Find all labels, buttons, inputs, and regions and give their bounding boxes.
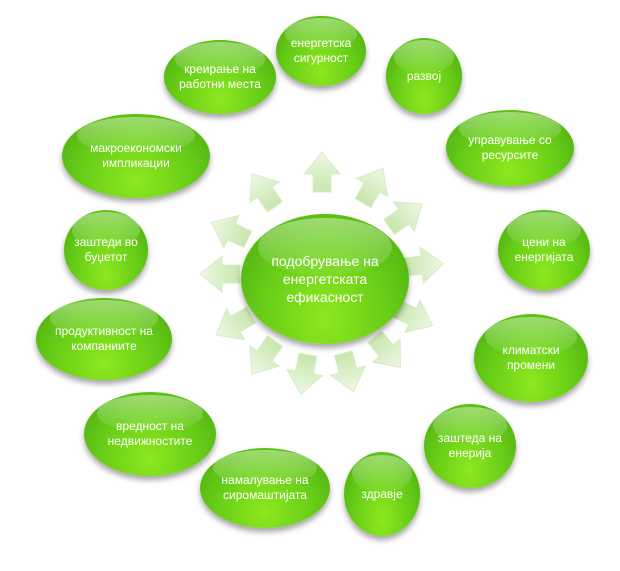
node-health: здравје: [344, 452, 420, 536]
node-climate-change: климатски промени: [474, 314, 588, 402]
arrow-10: [215, 306, 257, 341]
node-macroeconomic-implications: макроекономски импликации: [62, 114, 210, 198]
center-bubble: подобрување на енергетската ефикасност: [241, 214, 409, 344]
arrow-11: [199, 254, 241, 294]
node-development: развој: [386, 38, 462, 114]
arrow-8: [285, 352, 324, 395]
arrow-7: [329, 350, 367, 393]
arrow-5: [391, 298, 434, 334]
node-budget-savings: заштеди во буџетот: [64, 210, 148, 290]
arrow-6: [367, 330, 401, 369]
node-energy-savings: заштеда на енерија: [424, 404, 516, 488]
arrow-12: [210, 214, 253, 250]
arrow-13: [249, 173, 283, 213]
arrow-2: [354, 167, 389, 209]
arrow-1: [302, 151, 342, 193]
node-job-creation: креирање на работни места: [164, 40, 276, 114]
node-energy-prices: цени на енергијата: [498, 210, 590, 290]
arrow-9: [249, 335, 283, 375]
node-company-productivity: продуктивност на компаниите: [36, 298, 172, 380]
arrow-3: [383, 201, 423, 235]
node-poverty-reduction: намалување на сиромаштијата: [200, 448, 330, 528]
center-label: подобрување на енергетската ефикасност: [271, 253, 379, 305]
node-energy-security: енергетска сигурност: [276, 16, 366, 86]
node-real-estate-value: вредност на недвижностите: [84, 392, 216, 476]
node-resource-management: управување со ресурсите: [446, 110, 574, 186]
